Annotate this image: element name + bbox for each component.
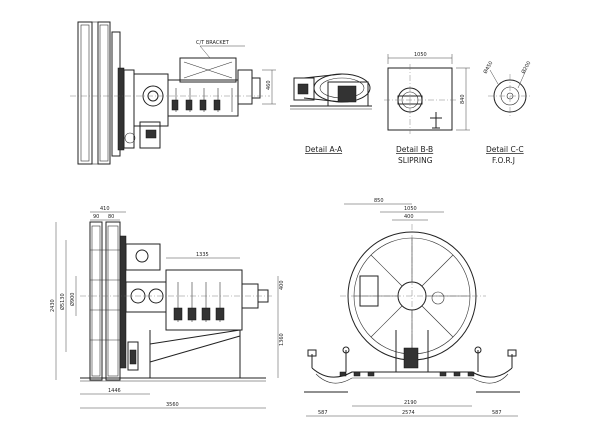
- side-small-dim: 400: [279, 280, 285, 290]
- top-view: C/T BRACKET 460: [70, 21, 276, 165]
- side-w2-dim: 90: [93, 214, 99, 220]
- bracket-callout: C/T BRACKET: [196, 40, 230, 46]
- detail-c: Ø450 Ø200 Detail C-C F.O.R.J: [482, 60, 533, 165]
- detail-b-subtitle: SLIPRING: [398, 156, 433, 165]
- slipring-height-dim: 840: [460, 94, 466, 104]
- detail-c-title: Detail C-C: [486, 145, 524, 154]
- front-left-dim: 587: [318, 410, 328, 416]
- detail-c-subtitle: F.O.R.J: [492, 156, 515, 165]
- detail-b-title: Detail B-B: [396, 145, 433, 154]
- side-lower-height: 1360: [279, 333, 285, 346]
- front-base-total: 2574: [402, 410, 415, 416]
- forj-inner-dia: Ø200: [520, 60, 533, 75]
- side-w3-dim: 80: [108, 214, 114, 220]
- side-base-total: 3560: [166, 402, 179, 408]
- top-height-dim: 460: [266, 80, 272, 90]
- front-base-center: 2190: [404, 400, 417, 406]
- detail-a: Detail A-A: [290, 73, 372, 154]
- front-mid-dim: 1050: [404, 206, 417, 212]
- side-total-height: 2430: [50, 299, 56, 312]
- detail-a-title: Detail A-A: [305, 145, 343, 154]
- side-view: 410 90 80 1335 2430 Ø5130 Ø900 400 1360 …: [50, 206, 285, 409]
- front-view: 850 1050 400 2190 2574 587 587: [304, 198, 520, 417]
- front-top-dim: 850: [374, 198, 384, 204]
- side-span-dim: 1335: [196, 252, 209, 258]
- detail-b: 1050 840 Detail B-B SLIPRING: [384, 52, 470, 165]
- side-w1-dim: 410: [100, 206, 110, 212]
- forj-outer-dia: Ø450: [482, 60, 495, 75]
- front-right-dim: 587: [492, 410, 502, 416]
- side-inner-dia: Ø900: [69, 293, 76, 306]
- side-base-a: 1446: [108, 388, 121, 394]
- slipring-width-dim: 1050: [414, 52, 427, 58]
- side-outer-dia: Ø5130: [59, 293, 66, 310]
- front-inner-dim: 400: [404, 214, 414, 220]
